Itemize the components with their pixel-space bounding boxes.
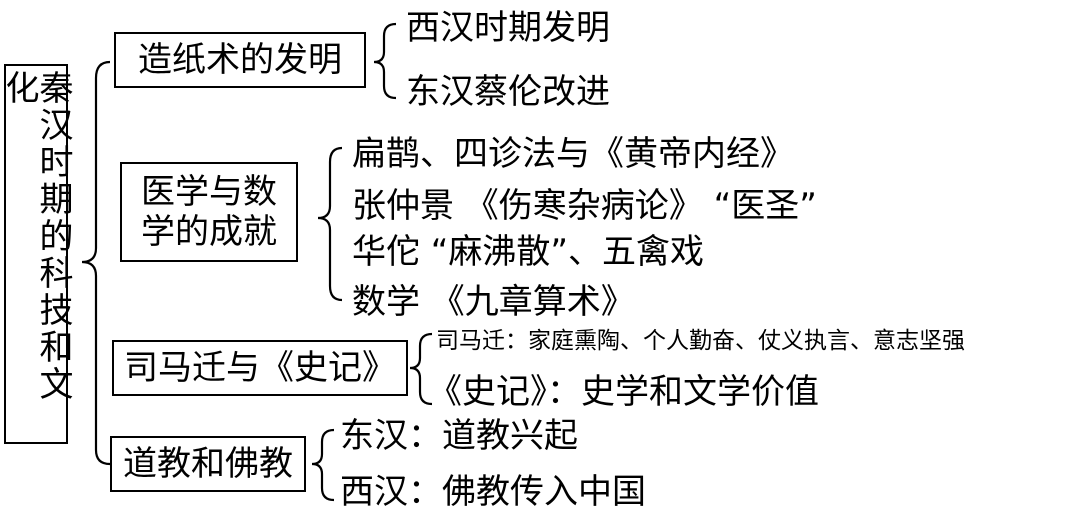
category-papermaking: 造纸术的发明 [114, 32, 366, 88]
category-label-line1: 医学与数 [141, 172, 277, 212]
leaf-item: 西汉：佛教传入中国 [340, 472, 646, 512]
brace-papermaking [373, 22, 397, 100]
category-label-line2: 学的成就 [141, 212, 277, 252]
category-medicine-math: 医学与数 学的成就 [120, 162, 298, 262]
brace-medicine [317, 146, 343, 302]
category-label: 造纸术的发明 [138, 40, 342, 80]
leaf-item: 张仲景 《伤寒杂病论》 “医圣” [352, 186, 817, 226]
root-topic-box: 秦汉时期的科技和文化 [0, 64, 73, 444]
category-label: 司马迁与《史记》 [124, 348, 396, 388]
leaf-item: 扁鹊、四诊法与《黄帝内经》 [352, 134, 794, 174]
brace-religion [311, 428, 335, 502]
leaf-item: 东汉蔡伦改进 [406, 72, 610, 112]
leaf-item: 华佗 “麻沸散”、五禽戏 [352, 232, 705, 272]
category-religion: 道教和佛教 [110, 436, 306, 492]
category-simaqian: 司马迁与《史记》 [112, 340, 408, 396]
brace-simaqian [409, 332, 433, 406]
leaf-item: 东汉：道教兴起 [340, 416, 578, 456]
leaf-item: 西汉时期发明 [406, 8, 610, 48]
leaf-item: 司马迁：家庭熏陶、个人勤奋、仗义执言、意志坚强 [436, 328, 965, 354]
root-brace [81, 60, 111, 466]
leaf-item: 《史记》：史学和文学价值 [428, 372, 819, 412]
root-topic-label: 秦汉时期的科技和文化 [0, 70, 73, 403]
leaf-item: 数学 《九章算术》 [352, 282, 635, 322]
category-label: 道教和佛教 [123, 444, 293, 484]
